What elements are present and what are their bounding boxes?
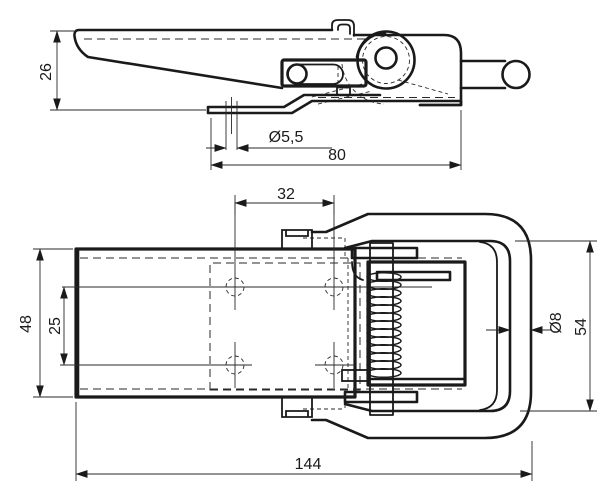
- hole-centerlines: [60, 202, 432, 388]
- latch-bar-bottom: [343, 390, 419, 404]
- slot-opening: [287, 63, 344, 85]
- dim80-label: 80: [328, 147, 346, 164]
- slot-pin: [286, 63, 308, 85]
- side-view: 26 Ø5,5 80: [38, 19, 531, 170]
- bail-tab-top: [281, 229, 313, 250]
- housing-crossbar: [375, 270, 452, 282]
- dim48-label: 48: [18, 315, 35, 333]
- latch-bar-top: [350, 246, 419, 260]
- pivot-hole: [374, 46, 398, 70]
- plan-view: 32 48 25 Ø8 54 144: [18, 186, 597, 481]
- spring-anchor-tab: [336, 86, 351, 96]
- bail-seam-line: [479, 241, 498, 411]
- pivot-outer-circle: [356, 30, 416, 90]
- dim26-label: 26: [38, 63, 55, 81]
- bail-outer: [310, 212, 533, 440]
- dim55-label: Ø5,5: [269, 129, 304, 146]
- tab-hidden-bottom: [303, 390, 346, 410]
- dim32-label: 32: [277, 186, 295, 203]
- pivot-pitch-circle: [362, 36, 410, 84]
- bail-inner: [343, 239, 512, 413]
- swing-arc: [341, 63, 385, 105]
- open-position-hidden-line-3: [397, 79, 449, 95]
- lever-hook-tab: [331, 19, 355, 37]
- dim54-label: 54: [573, 318, 590, 336]
- base-plate-hidden: [209, 262, 361, 391]
- dim25-label: 25: [47, 317, 64, 335]
- base-bracket: [206, 93, 463, 115]
- bail-tab-bottom: [281, 396, 313, 418]
- dim26-ext: [50, 30, 206, 111]
- lever-outline: [73, 28, 334, 90]
- housing-hook-detail: [351, 261, 364, 281]
- base-hole-edges: [225, 97, 238, 150]
- dim54-ext: [515, 240, 597, 412]
- dim144-label: 144: [295, 456, 322, 473]
- dim8-label: Ø8: [548, 312, 565, 333]
- bail-rod-side: [459, 59, 507, 90]
- bail-rod-tip: [501, 59, 531, 90]
- body-outline: [74, 247, 357, 399]
- spring-coil: [366, 271, 402, 379]
